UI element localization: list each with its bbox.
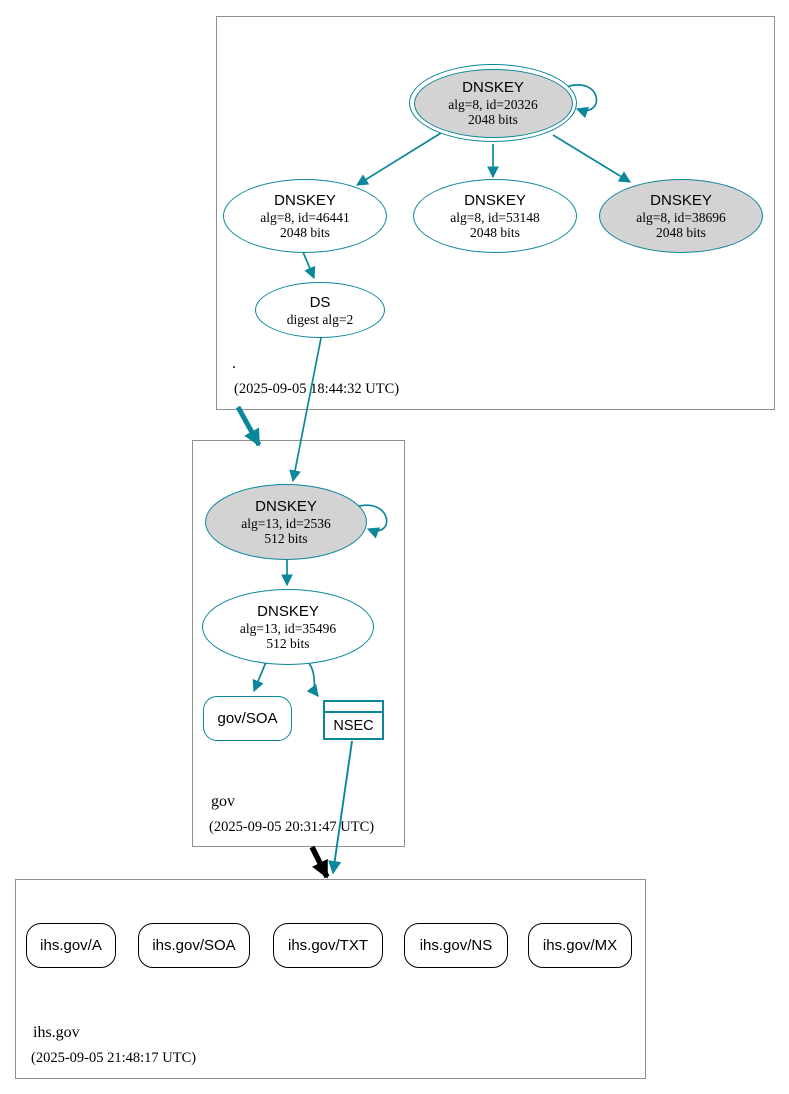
rrset-node-ihs-gov-mx[interactable]: ihs.gov/MX — [528, 923, 632, 968]
zone-label-root: . — [232, 355, 236, 372]
dnskey-node-ksk-20326-inner: DNSKEY alg=8, id=20326 2048 bits — [413, 68, 573, 138]
dnskey-bits: 512 bits — [264, 531, 308, 546]
dnskey-alg-id: alg=8, id=38696 — [636, 210, 726, 225]
zone-timestamp-root: (2025-09-05 18:44:32 UTC) — [234, 381, 400, 397]
dnskey-title: DNSKEY — [274, 192, 336, 209]
edge-zsk46441-to-ds — [302, 251, 316, 280]
dnskey-title: DNSKEY — [255, 498, 317, 515]
dnskey-bits: 2048 bits — [470, 225, 520, 240]
nsec-top-bar — [325, 702, 382, 713]
zone-box-gov: gov (2025-09-05 20:31:47 UTC) — [192, 440, 405, 847]
edge-gov-zsk-to-nsec — [306, 662, 319, 697]
dnskey-node-38696[interactable]: DNSKEY alg=8, id=38696 2048 bits — [599, 179, 763, 253]
edge-gov-zsk-to-soa — [252, 661, 267, 693]
dnskey-alg-id: alg=13, id=35496 — [239, 621, 337, 636]
dnskey-node-53148[interactable]: DNSKEY alg=8, id=53148 2048 bits — [413, 179, 577, 253]
zone-timestamp-gov: (2025-09-05 20:31:47 UTC) — [209, 819, 375, 835]
zone-timestamp-ihs-gov: (2025-09-05 21:48:17 UTC) — [31, 1050, 197, 1066]
dnskey-bits: 2048 bits — [468, 112, 518, 127]
rrset-node-ihs-gov-ns[interactable]: ihs.gov/NS — [404, 923, 508, 968]
dnskey-node-ksk-20326[interactable]: DNSKEY alg=8, id=20326 2048 bits — [409, 64, 577, 142]
dnskey-title: DNSKEY — [464, 192, 526, 209]
edge-delegation-root-to-gov — [235, 405, 262, 447]
edge-nsec-to-ihs-gov — [328, 740, 353, 875]
dnskey-alg-id: alg=8, id=53148 — [450, 210, 540, 225]
edge-gov-ksk-selfloop — [354, 504, 388, 539]
ds-digest-alg: digest alg=2 — [286, 311, 354, 327]
zone-box-ihs-gov: ihs.gov (2025-09-05 21:48:17 UTC) — [15, 879, 646, 1079]
dnskey-alg-id: alg=8, id=20326 — [448, 97, 538, 112]
edge-root-ksk-to-zsk38696 — [552, 134, 632, 183]
zone-label-gov: gov — [211, 793, 235, 810]
zone-box-root: . (2025-09-05 18:44:32 UTC) — [216, 16, 775, 410]
dnskey-node-gov-zsk-35496[interactable]: DNSKEY alg=13, id=35496 512 bits — [202, 589, 374, 665]
dnskey-title: DNSKEY — [257, 603, 319, 620]
dnskey-bits: 2048 bits — [280, 225, 330, 240]
nsec-label: NSEC — [333, 717, 374, 734]
rrset-node-ihs-gov-soa[interactable]: ihs.gov/SOA — [138, 923, 250, 968]
rrset-node-ihs-gov-txt[interactable]: ihs.gov/TXT — [273, 923, 383, 968]
rrset-node-gov-soa[interactable]: gov/SOA — [203, 696, 292, 741]
ds-title: DS — [309, 293, 331, 311]
edge-delegation-gov-to-ihs-gov — [309, 845, 330, 879]
dnskey-title: DNSKEY — [462, 79, 524, 96]
dnskey-node-46441[interactable]: DNSKEY alg=8, id=46441 2048 bits — [223, 179, 387, 253]
dnskey-alg-id: alg=8, id=46441 — [260, 210, 350, 225]
nsec-node[interactable]: NSEC — [323, 700, 384, 740]
edge-root-ksk-to-zsk46441 — [355, 132, 442, 186]
rrset-node-ihs-gov-a[interactable]: ihs.gov/A — [26, 923, 116, 968]
dnskey-bits: 512 bits — [266, 636, 310, 651]
dnskey-title: DNSKEY — [650, 192, 712, 209]
ds-node[interactable]: DS digest alg=2 — [255, 282, 385, 338]
dnskey-node-gov-ksk-2536[interactable]: DNSKEY alg=13, id=2536 512 bits — [205, 484, 367, 560]
zone-label-ihs-gov: ihs.gov — [33, 1024, 80, 1041]
edge-root-ksk-selfloop — [565, 84, 598, 119]
edge-ds-to-gov-ksk — [289, 337, 322, 483]
dnskey-bits: 2048 bits — [656, 225, 706, 240]
dnskey-alg-id: alg=13, id=2536 — [241, 516, 331, 531]
